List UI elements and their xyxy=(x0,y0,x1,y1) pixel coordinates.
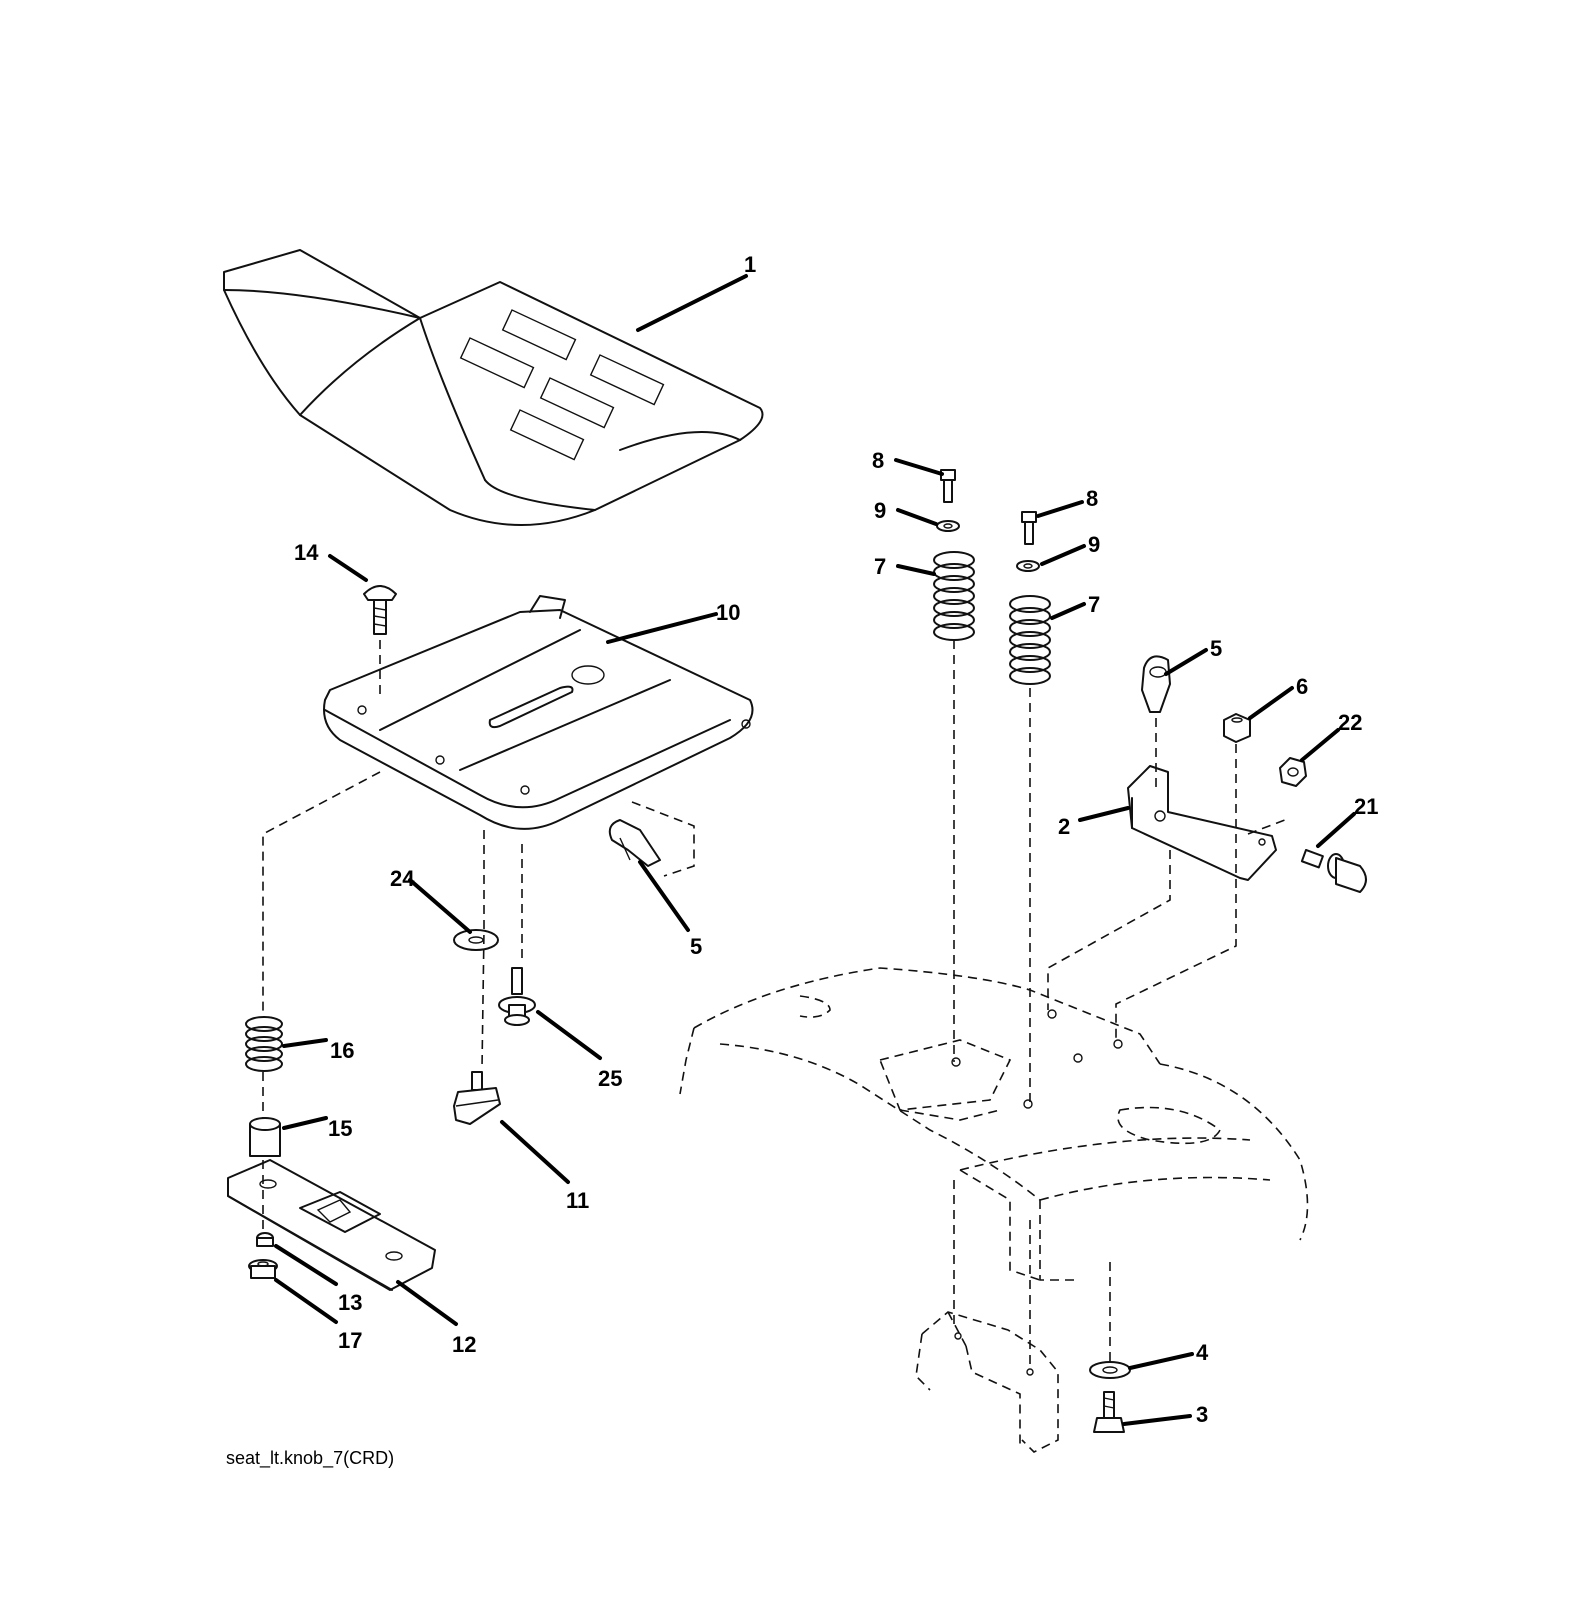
callout-1: 1 xyxy=(744,252,756,277)
knob-part xyxy=(453,1071,501,1125)
callout-15: 15 xyxy=(328,1116,352,1141)
washer-24-part xyxy=(453,929,499,951)
figure-identifier: seat_lt.knob_7(CRD) xyxy=(226,1448,395,1468)
callout-6: 6 xyxy=(1296,674,1308,699)
callout-24: 24 xyxy=(390,866,415,891)
callout-12: 12 xyxy=(452,1332,476,1357)
alignment-lines xyxy=(262,640,1291,1364)
callout-22: 22 xyxy=(1338,710,1362,735)
flange-nut-17-part xyxy=(248,1259,278,1279)
spring-7-right-part xyxy=(1009,595,1051,685)
callout-16: 16 xyxy=(330,1038,354,1063)
callout-7-right: 7 xyxy=(1088,592,1100,617)
nut-22-part xyxy=(1279,757,1307,787)
carriage-bolt-part xyxy=(363,585,397,635)
washer-9-right-part xyxy=(1016,560,1040,572)
clip-left-part xyxy=(608,819,661,867)
clip-right-part xyxy=(1141,655,1171,713)
slide-plate-part xyxy=(227,1159,436,1291)
callout-4: 4 xyxy=(1196,1340,1209,1365)
bolt-8-right-part xyxy=(1021,511,1037,545)
callout-25: 25 xyxy=(598,1066,622,1091)
callout-5-right: 5 xyxy=(1210,636,1222,661)
callout-labels: 1 14 10 5 24 25 11 16 15 12 13 17 8 9 7 … xyxy=(294,252,1378,1427)
shoulder-bolt-part xyxy=(498,967,536,1026)
callout-11: 11 xyxy=(566,1188,589,1213)
spacer-part xyxy=(249,1117,281,1157)
callout-2: 2 xyxy=(1058,814,1070,839)
callout-9-left: 9 xyxy=(874,498,886,523)
frame-outline xyxy=(679,967,1309,1453)
bolt-3-part xyxy=(1093,1391,1125,1433)
callout-17: 17 xyxy=(338,1328,362,1353)
callout-14: 14 xyxy=(294,540,319,565)
callout-10: 10 xyxy=(716,600,740,625)
callout-8-left: 8 xyxy=(872,448,884,473)
shoulder-bolt-21-part xyxy=(1300,848,1367,893)
bracket-part xyxy=(1127,765,1277,881)
washer-9-left-part xyxy=(936,520,960,532)
callout-7-left: 7 xyxy=(874,554,886,579)
seat-pan-part xyxy=(323,595,754,830)
spring-16-part xyxy=(245,1016,283,1072)
callout-5-left: 5 xyxy=(690,934,702,959)
seat-part xyxy=(223,249,764,526)
leader-lines xyxy=(274,274,1356,1426)
callout-13: 13 xyxy=(338,1290,362,1315)
callout-8-right: 8 xyxy=(1086,486,1098,511)
callout-9-right: 9 xyxy=(1088,532,1100,557)
callout-3: 3 xyxy=(1196,1402,1208,1427)
nut-6-part xyxy=(1223,713,1251,743)
washer-13-part xyxy=(256,1232,274,1247)
washer-4-part xyxy=(1089,1361,1131,1379)
callout-21: 21 xyxy=(1354,794,1378,819)
spring-7-left-part xyxy=(933,551,975,641)
